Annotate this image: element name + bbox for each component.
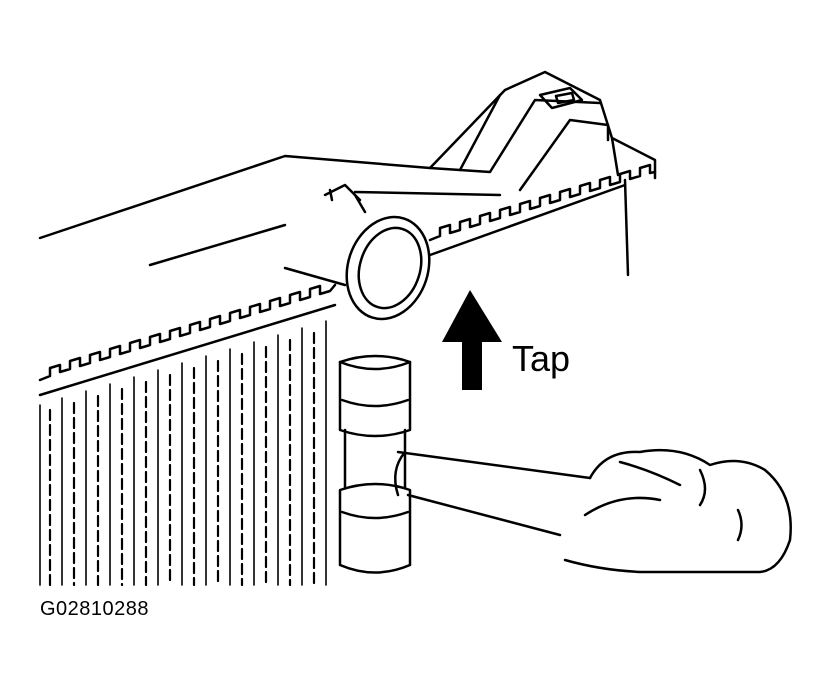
up-arrow-icon bbox=[442, 290, 502, 390]
radiator-core bbox=[39, 320, 327, 587]
tap-label: Tap bbox=[512, 338, 571, 379]
hand bbox=[563, 448, 792, 574]
hammer bbox=[338, 354, 592, 574]
figure-id: G02810288 bbox=[40, 598, 150, 620]
radiator-tank bbox=[38, 70, 657, 277]
tank-seam bbox=[38, 163, 657, 397]
filler-cap bbox=[538, 86, 584, 110]
inlet-pipe bbox=[283, 183, 431, 321]
